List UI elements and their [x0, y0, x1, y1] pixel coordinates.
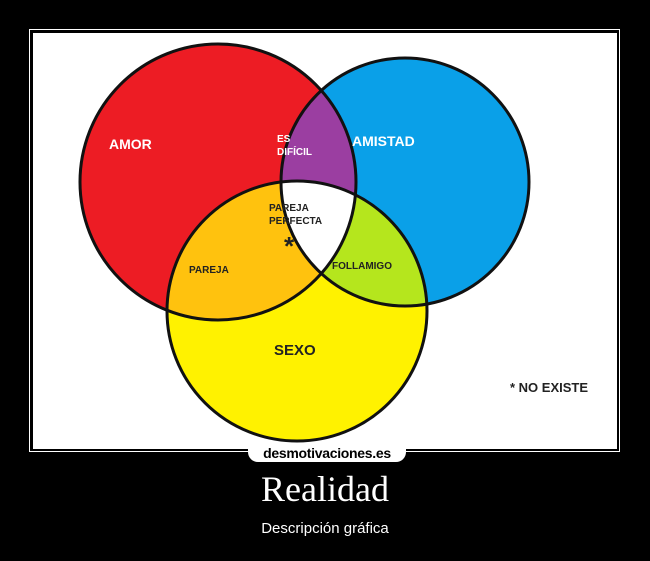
- poster-subtitle: Descripción gráfica: [261, 520, 389, 537]
- sexo-label: SEXO: [274, 342, 316, 359]
- watermark-logo: desmotivaciones.es: [248, 444, 406, 462]
- pareja-perfecta-label-line2: PERFECTA: [269, 216, 322, 227]
- venn-diagram-panel: AMOR AMISTAD SEXO ES DIFÍCIL PAREJA FOLL…: [33, 33, 617, 449]
- amor-label: AMOR: [109, 136, 152, 152]
- es-dificil-label-line1: ES: [277, 134, 291, 145]
- pareja-label: PAREJA: [189, 265, 229, 276]
- amistad-label: AMISTAD: [352, 133, 415, 149]
- poster-title: Realidad: [261, 469, 389, 509]
- es-dificil-label-line2: DIFÍCIL: [277, 145, 312, 158]
- pareja-perfecta-label-line1: PAREJA: [269, 203, 309, 214]
- amistad-sexo-intersection: [281, 181, 427, 306]
- asterisk-mark: *: [284, 231, 295, 261]
- no-existe-footnote: * NO EXISTE: [510, 380, 588, 395]
- venn-diagram: AMOR AMISTAD SEXO ES DIFÍCIL PAREJA FOLL…: [78, 42, 588, 443]
- follamigo-label: FOLLAMIGO: [332, 261, 392, 272]
